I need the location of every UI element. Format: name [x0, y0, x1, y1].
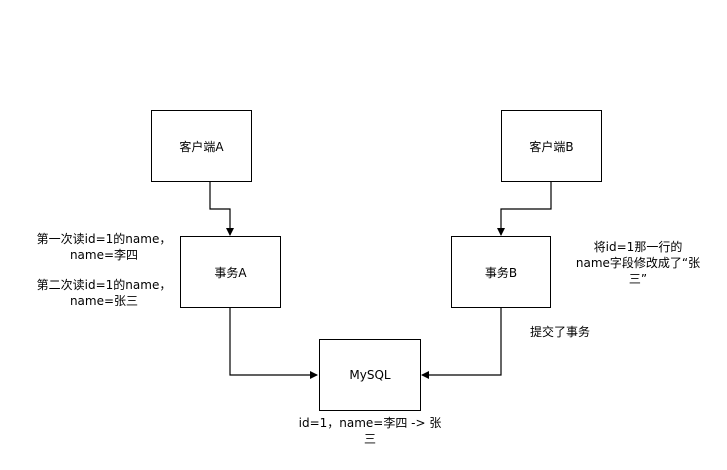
txn-b-update-line-3: 三”	[628, 272, 648, 286]
txn-b-label: 事务B	[484, 265, 518, 280]
txn-b-commit-note: 提交了事务	[530, 324, 590, 340]
txn-a-box[interactable]: 事务A	[180, 236, 281, 308]
txn-b-update-note: 将id=1那一行的 name字段修改成了“张 三”	[560, 239, 716, 287]
second-read-line-2: name=张三	[69, 294, 139, 308]
client-a-box[interactable]: 客户端A	[151, 110, 252, 182]
mysql-row-note: id=1，name=李四 -> 张 三	[282, 415, 458, 447]
client-a-label: 客户端A	[179, 139, 224, 154]
connector-client-a-to-txn-a	[209, 182, 234, 236]
mysql-row-line-1: id=1，name=李四 -> 张	[298, 416, 442, 430]
second-read-line-1: 第二次读id=1的name，	[36, 278, 172, 292]
client-b-label: 客户端B	[529, 139, 574, 154]
mysql-label: MySQL	[349, 368, 391, 382]
mysql-row-line-2: 三	[363, 432, 376, 446]
connector-client-b-to-txn-b	[497, 182, 552, 236]
connector-txn-a-to-mysql	[229, 308, 318, 379]
txn-b-update-line-2: name字段修改成了“张	[575, 256, 701, 270]
client-b-box[interactable]: 客户端B	[501, 110, 602, 182]
connector-txn-b-to-mysql	[421, 308, 502, 379]
first-read-line-2: name=李四	[69, 248, 139, 262]
txn-b-commit-label: 提交了事务	[530, 325, 591, 339]
mysql-box[interactable]: MySQL	[319, 339, 421, 411]
first-read-line-1: 第一次读id=1的name，	[36, 232, 172, 246]
first-read-note: 第一次读id=1的name， name=李四	[26, 231, 182, 263]
txn-a-label: 事务A	[214, 265, 247, 280]
txn-b-update-line-1: 将id=1那一行的	[593, 240, 683, 254]
txn-b-box[interactable]: 事务B	[451, 236, 551, 308]
second-read-note: 第二次读id=1的name， name=张三	[26, 277, 182, 309]
